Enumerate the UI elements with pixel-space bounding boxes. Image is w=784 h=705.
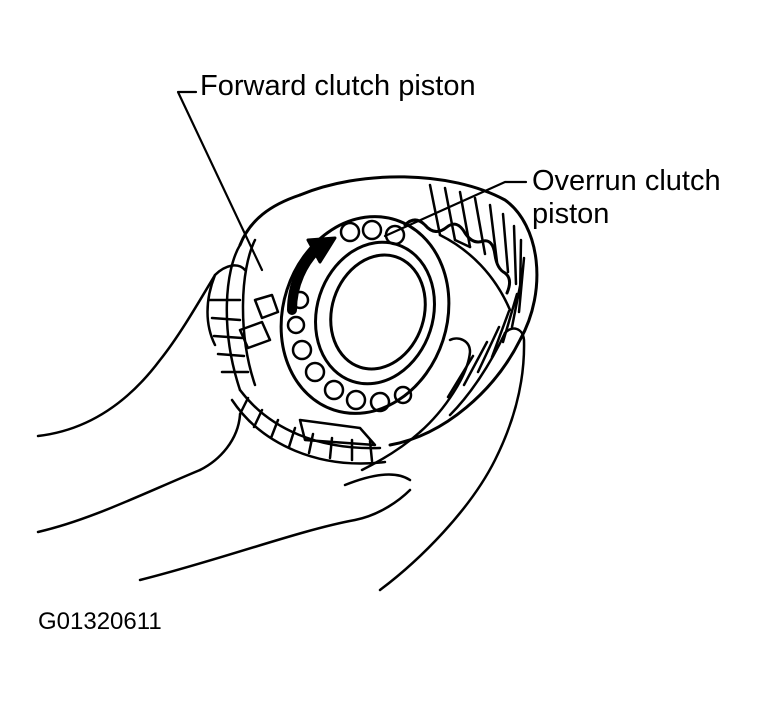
piston-holes xyxy=(286,219,413,413)
forward-clutch-leader-line xyxy=(176,90,264,272)
outer-gear-teeth xyxy=(428,183,526,399)
left-hand xyxy=(36,264,412,582)
overrun-clutch-piston-label: Overrun clutch piston xyxy=(532,165,721,232)
rotation-arrow-icon xyxy=(287,236,337,315)
forward-clutch-gear xyxy=(208,238,280,392)
overrun-label-line-2: piston xyxy=(532,198,610,231)
forward-clutch-piston-label: Forward clutch piston xyxy=(200,70,476,102)
outer-drum xyxy=(238,175,539,447)
overrun-clutch-leader-line xyxy=(383,180,528,238)
piston-ring-face xyxy=(279,215,451,415)
figure-code: G01320611 xyxy=(38,608,162,635)
lower-gear-teeth xyxy=(230,388,387,465)
overrun-label-line-1: Overrun clutch xyxy=(532,165,721,197)
right-hand xyxy=(343,327,526,592)
